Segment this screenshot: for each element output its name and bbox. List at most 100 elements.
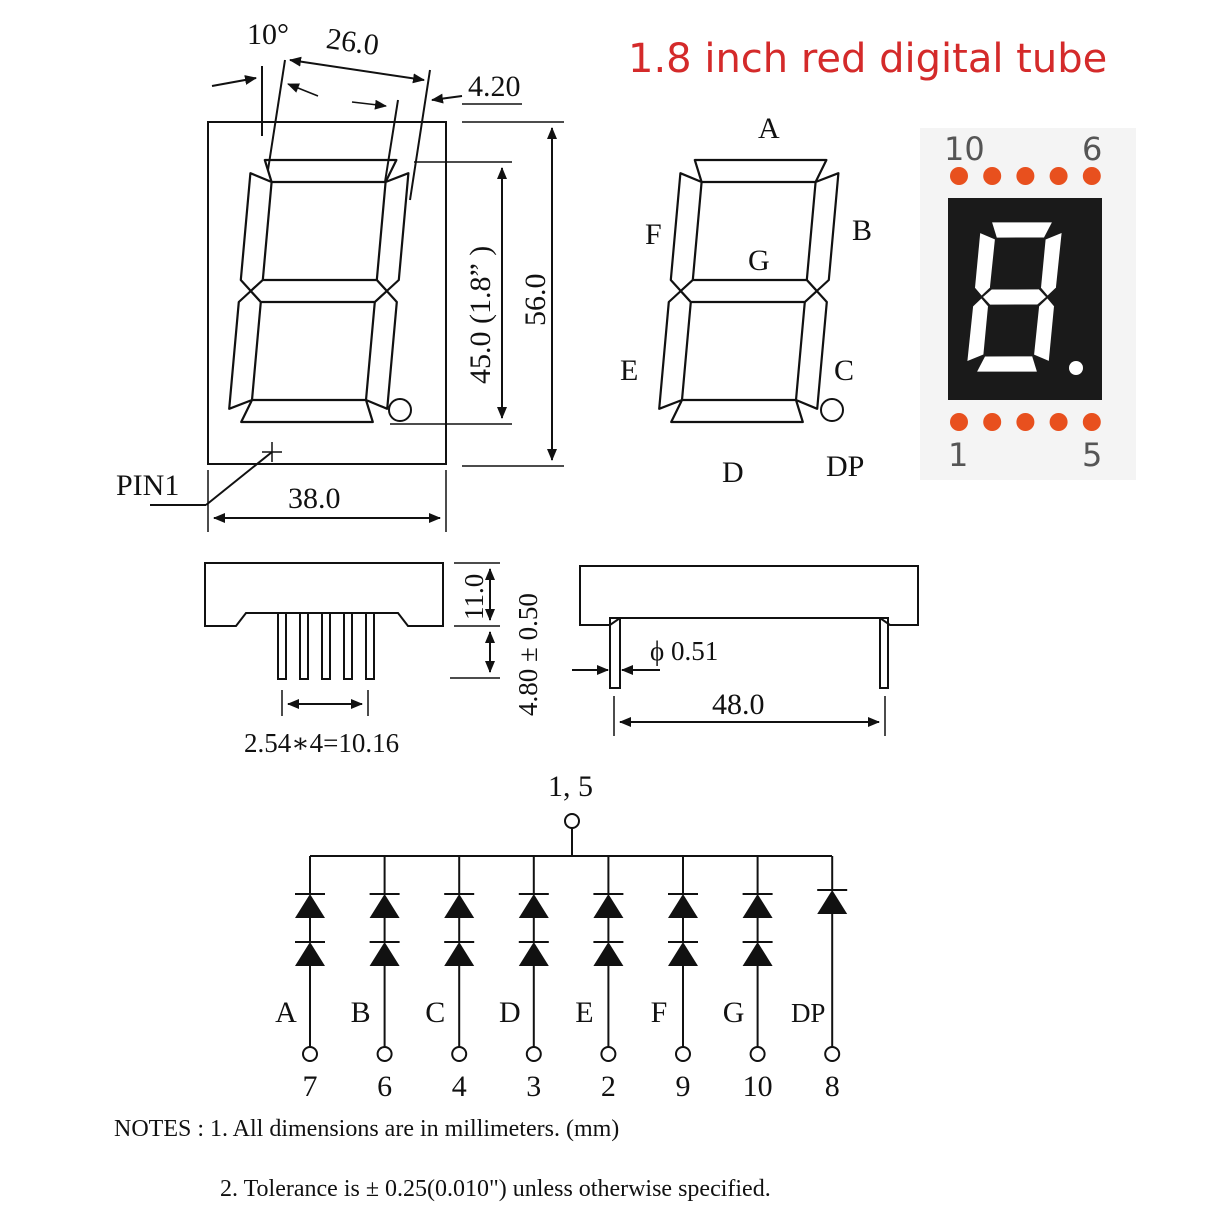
dim-pin-length: 4.80 ± 0.50 <box>513 593 543 716</box>
angle-arrow-right <box>287 83 319 97</box>
notes-line-1: NOTES : 1. All dimensions are in millime… <box>114 1116 619 1142</box>
segment-label-e: E <box>620 354 638 387</box>
side-pin <box>343 612 353 680</box>
front-segment-a <box>263 158 398 184</box>
bottom-pin-dot <box>1082 413 1101 431</box>
segment-map: A B C D E F G DP <box>620 112 872 489</box>
photo-segment-a <box>992 222 1052 238</box>
map-segment-e <box>658 289 692 410</box>
diode-symbol <box>518 942 549 966</box>
channel-segment-label: C <box>425 996 445 1029</box>
diode-symbol <box>369 894 400 918</box>
photo-segment-f <box>975 233 995 296</box>
angle-slant-line <box>267 59 286 171</box>
front-segment-d <box>240 398 374 424</box>
photo-segment-e <box>967 298 988 361</box>
front-view: 10° 26.0 4.20 45.0 (1.8” ) 56.0 38.0 PIN… <box>116 18 564 532</box>
segment-label-a: A <box>758 112 780 145</box>
side-pins <box>277 612 375 680</box>
bottom-pin-dot <box>950 413 968 431</box>
diode-symbol <box>295 894 325 918</box>
diode-symbol <box>593 942 624 966</box>
channel-segment-label: D <box>499 996 521 1029</box>
photo-segment-g <box>983 289 1046 305</box>
front-segment-b <box>375 172 410 293</box>
channel-e: E2 <box>575 856 624 1103</box>
dim-digit-height: 45.0 (1.8” ) <box>464 246 497 384</box>
top-pin-dot <box>1049 167 1068 185</box>
dim-26-arrow <box>289 56 425 84</box>
segment-label-c: C <box>834 354 854 387</box>
map-segment-c <box>794 289 828 410</box>
diagram-title: 1.8 inch red digital tube <box>628 36 1107 82</box>
side2-pin-right <box>879 617 889 689</box>
notes-line-2: 2. Tolerance is ± 0.25(0.010") unless ot… <box>220 1176 771 1202</box>
channel-segment-label: E <box>575 996 593 1029</box>
photo-top-pins <box>950 167 1101 185</box>
photo-pin-5: 5 <box>1082 436 1102 474</box>
map-segment-a <box>693 158 828 184</box>
dim-right-slant <box>409 69 431 201</box>
channel-segment-label: DP <box>791 998 826 1028</box>
diode-symbol <box>817 890 848 914</box>
pin-terminal <box>600 1046 617 1062</box>
diode-symbol <box>369 942 400 966</box>
diode-symbol <box>444 942 475 966</box>
bottom-pin-dot <box>983 413 1002 431</box>
pin-terminal <box>302 1046 318 1062</box>
side-pin <box>321 612 331 680</box>
channel-pin-number: 8 <box>825 1070 840 1103</box>
front-dp-dot <box>388 398 412 422</box>
dim-420-arrow <box>431 93 463 104</box>
pin-terminal <box>824 1046 841 1062</box>
dim-inner-slant <box>384 99 399 183</box>
pin1-leader-diag <box>205 451 273 506</box>
front-segment-f <box>239 172 273 293</box>
channel-dp: DP 8 <box>791 856 848 1103</box>
bottom-pin-dot <box>1016 413 1035 431</box>
side-pin <box>299 612 309 680</box>
dim-total-height: 56.0 <box>519 274 552 327</box>
segment-digit-outline <box>658 158 840 424</box>
channel-d: D3 <box>499 856 549 1103</box>
channel-segment-label: A <box>275 996 297 1029</box>
front-segment-e <box>228 289 262 410</box>
side-view-rows: ϕ 0.51 48.0 <box>572 565 919 736</box>
channel-pin-number: 9 <box>676 1070 691 1103</box>
photo-segment-b <box>1041 233 1062 296</box>
photo-lit-digit <box>967 222 1062 372</box>
channel-b: B6 <box>351 856 400 1103</box>
pin-terminal <box>749 1046 766 1062</box>
side2-body-outline <box>579 565 919 626</box>
channel-pin-number: 4 <box>452 1070 467 1103</box>
side-pin <box>365 612 375 680</box>
channel-c: C4 <box>425 856 475 1103</box>
side-body-outline <box>204 562 444 627</box>
common-pin-label: 1, 5 <box>548 770 593 803</box>
map-segment-g <box>679 278 818 304</box>
segment-label-f: F <box>645 218 662 251</box>
diode-symbol <box>742 942 773 966</box>
side-pin <box>277 612 287 680</box>
segment-label-dp: DP <box>826 450 864 483</box>
diode-symbol <box>742 894 773 918</box>
pin1-label: PIN1 <box>116 469 179 502</box>
pin-terminal <box>675 1046 691 1062</box>
dim-angle: 10° <box>247 18 289 51</box>
photo-segment-d <box>977 356 1037 372</box>
dim-row-spacing: 48.0 <box>712 688 765 721</box>
map-segment-d <box>670 398 804 424</box>
top-pin-dot <box>950 167 968 185</box>
diode-symbol <box>668 894 698 918</box>
channel-a: A7 <box>275 856 325 1103</box>
diode-symbol <box>295 942 325 966</box>
photo-bottom-pins <box>950 413 1101 431</box>
channel-segment-label: B <box>351 996 371 1029</box>
segment-label-d: D <box>722 456 744 489</box>
segment-dp-dot <box>820 398 844 422</box>
module-photo: 10 6 1 5 <box>920 128 1136 480</box>
